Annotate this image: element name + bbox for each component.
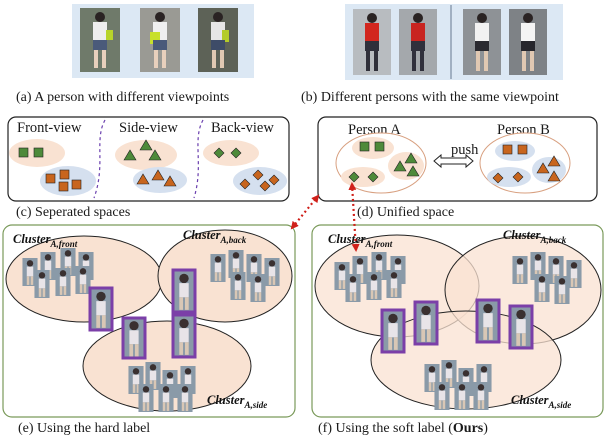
panel-d: Person A Person B push — [317, 116, 598, 202]
link-arrow-soft-label — [348, 182, 360, 252]
highlighted-photo — [88, 286, 114, 332]
highlighted-photo — [121, 316, 147, 360]
sample-marker — [547, 155, 561, 167]
panel-f: ClusterA,front ClusterA,back ClusterA,si… — [311, 224, 604, 418]
person-photo — [534, 274, 550, 302]
cluster-ellipse — [495, 141, 535, 161]
sample-marker — [123, 149, 137, 161]
view-label-front: Front-view — [17, 120, 82, 136]
person-photo — [250, 274, 266, 302]
highlighted-photo — [171, 313, 197, 359]
person-photo — [177, 384, 193, 412]
person-photo — [230, 272, 246, 300]
sample-marker — [502, 144, 513, 155]
sample-marker — [239, 178, 251, 190]
panel-a — [72, 4, 254, 78]
sample-marker — [151, 169, 165, 181]
cluster-front-label: ClusterA,front — [13, 232, 78, 249]
person-photo — [75, 266, 91, 294]
person-photo — [264, 258, 280, 286]
cluster-back-label: ClusterA,back — [183, 228, 247, 245]
person-photo — [512, 256, 528, 284]
sample-marker — [404, 152, 418, 164]
sample-marker — [512, 171, 524, 183]
cluster-ellipse — [233, 167, 287, 195]
sample-marker — [213, 147, 225, 159]
sample-marker — [33, 147, 44, 158]
sample-marker — [230, 147, 242, 159]
highlighted-photo — [380, 308, 406, 354]
sample-marker — [406, 165, 420, 177]
person-photo — [509, 9, 547, 75]
caption-d: (d) Unified space — [357, 205, 454, 220]
sample-marker — [492, 172, 504, 184]
sample-marker — [268, 174, 280, 186]
sample-marker — [148, 149, 162, 161]
sample-marker — [58, 181, 69, 192]
cluster-side-label: ClusterA,side — [207, 393, 267, 410]
view-label-back: Back-view — [211, 120, 274, 136]
caption-f: (f) Using the soft label (Ours) — [318, 421, 488, 436]
push-arrow-icon — [433, 153, 474, 169]
person-photo — [554, 276, 570, 304]
person-photo — [399, 9, 437, 75]
cluster-ellipse — [115, 140, 177, 170]
sample-marker — [163, 175, 177, 187]
sample-marker — [45, 173, 56, 184]
highlighted-photo — [413, 300, 439, 346]
person-photo — [386, 270, 402, 298]
person-photo — [138, 384, 154, 412]
sample-marker — [252, 169, 264, 181]
sample-marker — [259, 180, 271, 192]
sample-marker — [393, 160, 407, 172]
cluster-side-label: ClusterA,side — [511, 393, 571, 410]
person-photo — [198, 8, 238, 72]
sample-marker — [139, 139, 153, 151]
caption-b: (b) Different persons with the same view… — [301, 90, 559, 105]
cluster-ellipse — [352, 137, 394, 159]
view-label-side: Side-view — [119, 120, 178, 136]
panel-c: Front-view Side-view Back-view — [7, 116, 290, 202]
highlighted-photo — [508, 304, 534, 350]
sample-marker — [536, 162, 550, 174]
sample-marker — [547, 170, 561, 182]
person-photo — [463, 9, 501, 75]
person-photo — [140, 8, 180, 72]
sample-marker — [18, 147, 29, 158]
person-photo — [55, 268, 71, 296]
caption-c: (c) Seperated spaces — [16, 205, 130, 220]
sample-marker — [71, 179, 82, 190]
person-photo — [434, 382, 450, 410]
cluster-ellipse — [40, 166, 96, 196]
person-photo — [366, 272, 382, 300]
panel-b — [345, 4, 563, 80]
sample-marker — [136, 173, 150, 185]
person-photo — [353, 9, 391, 75]
cluster-back-label: ClusterA,back — [503, 228, 567, 245]
person-photo — [345, 274, 361, 302]
person-photo — [158, 384, 174, 412]
person-photo — [210, 254, 226, 282]
view-divider — [193, 119, 204, 199]
person-photo — [473, 382, 489, 410]
push-label: push — [451, 142, 479, 158]
view-divider — [93, 119, 106, 199]
caption-e: (e) Using the hard label — [18, 421, 150, 436]
cluster-ellipse — [341, 167, 385, 187]
sample-marker — [367, 171, 379, 183]
caption-a: (a) A person with different viewpoints — [16, 90, 229, 105]
person-photo — [34, 270, 50, 298]
panel-e: ClusterA,front ClusterA,back ClusterA,si… — [2, 224, 296, 418]
highlighted-photo — [171, 268, 197, 314]
link-arrow-hard-label — [290, 194, 320, 230]
highlighted-photo — [475, 298, 501, 344]
sample-marker — [517, 144, 528, 155]
sample-marker — [59, 169, 70, 180]
sample-marker — [348, 171, 360, 183]
person-photo — [80, 8, 120, 72]
person-photo — [454, 382, 470, 410]
sample-marker — [374, 141, 385, 152]
sample-marker — [359, 141, 370, 152]
